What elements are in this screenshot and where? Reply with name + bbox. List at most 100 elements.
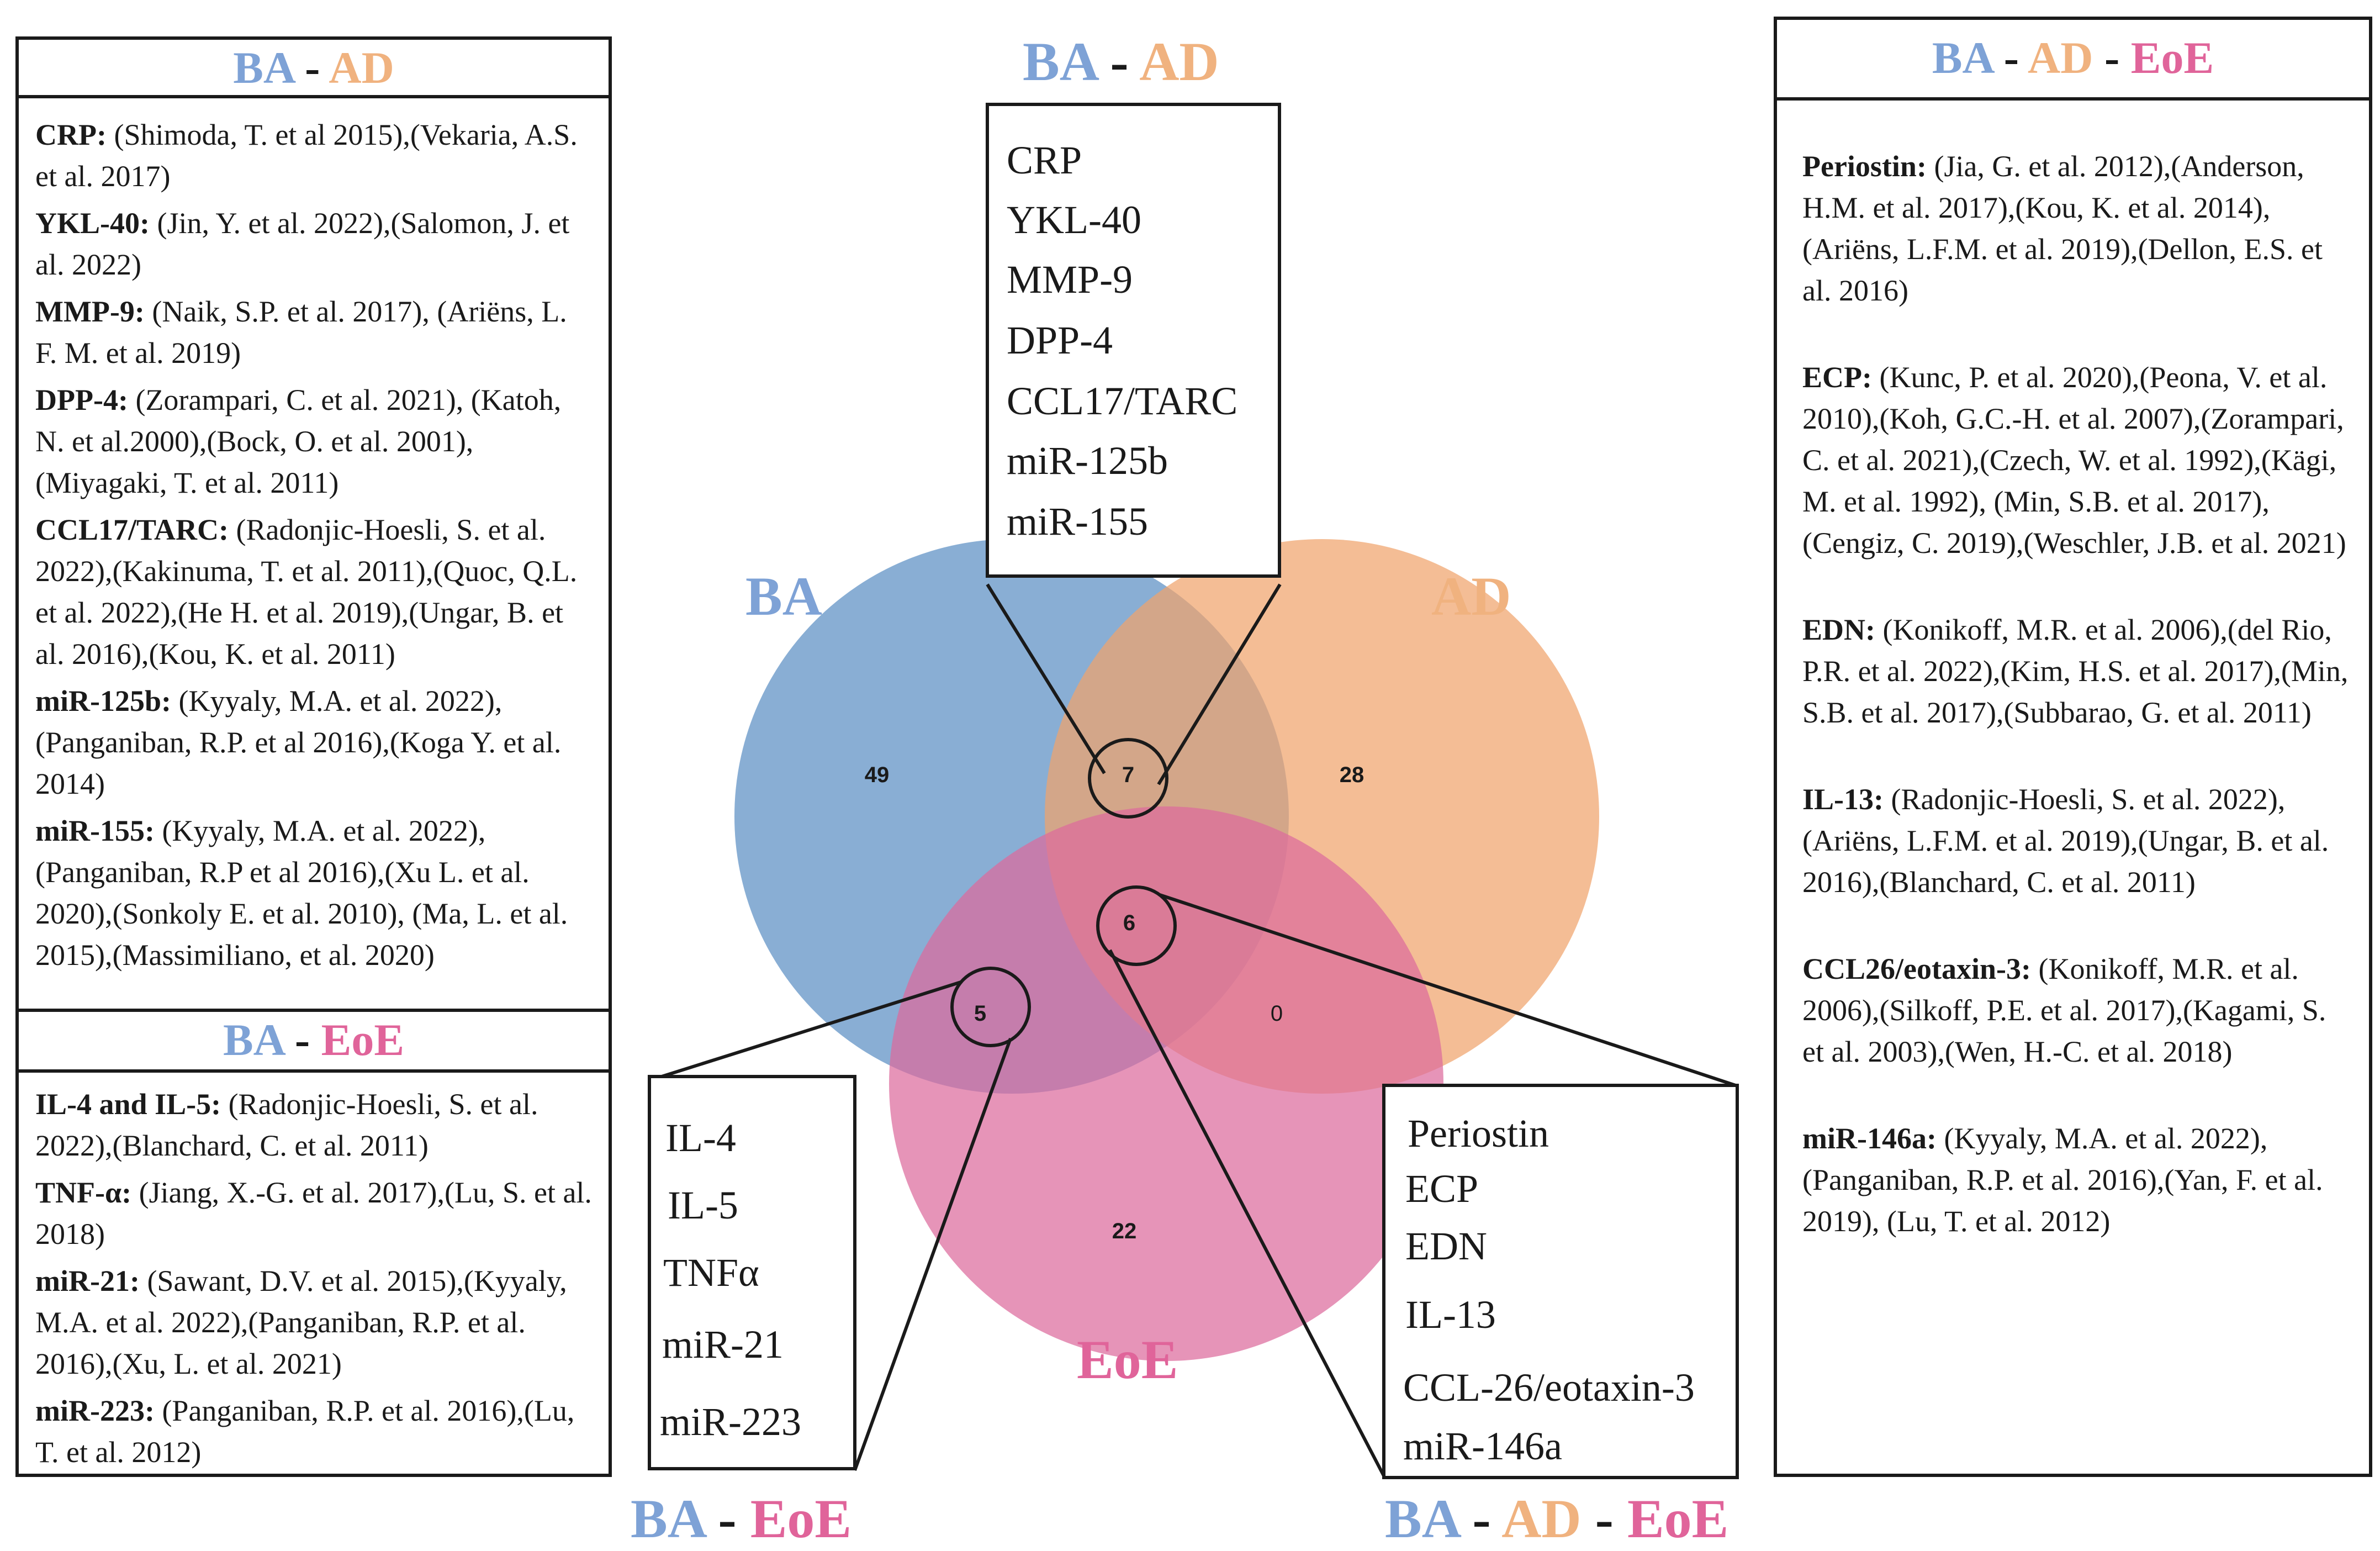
ref-key: EDN: bbox=[1802, 613, 1875, 646]
ba-eoe-panel-title: BA - EoE bbox=[19, 1017, 609, 1063]
panel-divider bbox=[1777, 97, 2369, 101]
connector-line bbox=[986, 583, 1106, 774]
ref-entry: miR-146a: (Kyyaly, M.A. et al. 2022),(Pa… bbox=[1802, 1118, 2355, 1242]
count-eoe-only: 22 bbox=[1112, 1219, 1137, 1243]
marker-item: CCL17/TARC bbox=[1007, 379, 1238, 423]
ref-text: (Konikoff, M.R. et al. 2006),(Silkoff, P… bbox=[1802, 952, 2326, 1068]
marker-item: IL-5 bbox=[668, 1183, 738, 1227]
title-ba: BA bbox=[1385, 1488, 1459, 1549]
ref-entry: DPP-4: (Zorampari, C. et al. 2021), (Kat… bbox=[35, 379, 593, 504]
ref-text: (Kyyaly, M.A. et al. 2022),(Panganiban, … bbox=[35, 814, 568, 972]
ref-text: (Kunc, P. et al. 2020),(Peona, V. et al.… bbox=[1802, 361, 2346, 560]
ref-entry: CRP: (Shimoda, T. et al 2015),(Vekaria, … bbox=[35, 114, 593, 197]
marker-item: DPP-4 bbox=[1007, 318, 1113, 362]
title-ba: BA bbox=[631, 1488, 705, 1549]
ref-text: (Konikoff, M.R. et al. 2006),(del Rio, P… bbox=[1802, 613, 2349, 729]
ref-key: miR-125b: bbox=[35, 684, 171, 718]
marker-item: IL-4 bbox=[665, 1116, 736, 1160]
ref-key: miR-146a: bbox=[1802, 1122, 1937, 1155]
ref-entry: EDN: (Konikoff, M.R. et al. 2006),(del R… bbox=[1802, 609, 2355, 734]
marker-item: ECP bbox=[1405, 1167, 1479, 1211]
title-dash: - bbox=[294, 1015, 310, 1065]
title-ba: BA bbox=[233, 43, 294, 93]
ref-entry: MMP-9: (Naik, S.P. et al. 2017), (Ariëns… bbox=[35, 291, 593, 374]
ba-ad-eoe-panel-title: BA - AD - EoE bbox=[1777, 35, 2369, 81]
marker-item: Periostin bbox=[1408, 1111, 1549, 1156]
marker-item: miR-21 bbox=[662, 1322, 784, 1367]
ref-text: (Shimoda, T. et al 2015),(Vekaria, A.S. … bbox=[35, 118, 578, 193]
count-ba-ad: 7 bbox=[1122, 763, 1134, 787]
ref-text: (Jia, G. et al. 2012),(Anderson, H.M. et… bbox=[1802, 150, 2323, 307]
left-reference-panel: BA - AD CRP: (Shimoda, T. et al 2015),(V… bbox=[15, 36, 612, 1477]
ba-eoe-highlight-ring bbox=[950, 967, 1031, 1047]
title-ad: AD bbox=[329, 43, 394, 93]
ref-key: miR-223: bbox=[35, 1394, 155, 1427]
title-eoe: EoE bbox=[2130, 33, 2214, 83]
marker-item: EDN bbox=[1405, 1224, 1487, 1268]
ref-entry: miR-21: (Sawant, D.V. et al. 2015),(Kyya… bbox=[35, 1260, 593, 1385]
ba-ad-highlight-ring bbox=[1088, 738, 1168, 819]
ref-key: Periostin: bbox=[1802, 150, 1927, 183]
marker-item: CCL-26/eotaxin-3 bbox=[1403, 1365, 1695, 1410]
marker-item: miR-223 bbox=[660, 1400, 802, 1444]
ref-entry: CCL26/eotaxin-3: (Konikoff, M.R. et al. … bbox=[1802, 948, 2355, 1073]
title-dash: - bbox=[305, 43, 320, 93]
ba-eoe-marker-box: IL-4 IL-5 TNFα miR-21 miR-223 bbox=[648, 1075, 856, 1470]
ba-ad-reference-list: CRP: (Shimoda, T. et al 2015),(Vekaria, … bbox=[35, 114, 593, 976]
ba-ad-eoe-callout-title: BA - AD - EoE bbox=[1385, 1491, 1728, 1547]
ref-text: (Naik, S.P. et al. 2017), (Ariëns, L. F.… bbox=[35, 295, 567, 370]
ref-text: (Radonjic-Hoesli, S. et al. 2022),(Blanc… bbox=[35, 1088, 538, 1162]
ref-entry: Periostin: (Jia, G. et al. 2012),(Anders… bbox=[1802, 146, 2355, 312]
connector-line bbox=[649, 980, 961, 1082]
marker-item: MMP-9 bbox=[1007, 257, 1133, 302]
title-ba: BA bbox=[223, 1015, 284, 1065]
title-dash: - bbox=[1595, 1488, 1614, 1549]
top-callout-title: BA - AD bbox=[1023, 34, 1219, 89]
ba-eoe-reference-list: IL-4 and IL-5: (Radonjic-Hoesli, S. et a… bbox=[35, 1084, 593, 1473]
ref-key: YKL-40: bbox=[35, 207, 150, 240]
ref-text: (Radonjic-Hoesli, S. et al. 2022),(Ariën… bbox=[1802, 783, 2329, 899]
right-reference-panel: BA - AD - EoE Periostin: (Jia, G. et al.… bbox=[1774, 17, 2372, 1477]
title-eoe: EoE bbox=[1627, 1488, 1729, 1549]
marker-item: miR-125b bbox=[1007, 439, 1168, 483]
title-dash: - bbox=[1110, 31, 1129, 92]
ref-key: CCL17/TARC: bbox=[35, 513, 229, 546]
ref-entry: miR-223: (Panganiban, R.P. et al. 2016),… bbox=[35, 1390, 593, 1473]
ref-text: (Jiang, X.-G. et al. 2017),(Lu, S. et al… bbox=[35, 1176, 592, 1251]
ref-entry: miR-125b: (Kyyaly, M.A. et al. 2022),(Pa… bbox=[35, 680, 593, 805]
ref-entry: YKL-40: (Jin, Y. et al. 2022),(Salomon, … bbox=[35, 203, 593, 286]
ref-key: IL-13: bbox=[1802, 783, 1884, 816]
count-ba-eoe: 5 bbox=[974, 1001, 986, 1026]
ba-ad-eoe-marker-box: Periostin ECP EDN IL-13 CCL-26/eotaxin-3… bbox=[1382, 1084, 1739, 1479]
count-ad-eoe: 0 bbox=[1271, 1001, 1283, 1026]
all-sets-highlight-ring bbox=[1096, 885, 1177, 966]
title-ad: AD bbox=[1501, 1488, 1582, 1549]
ref-entry: IL-13: (Radonjic-Hoesli, S. et al. 2022)… bbox=[1802, 779, 2355, 903]
ref-key: CRP: bbox=[35, 118, 107, 151]
panel-divider bbox=[19, 1069, 609, 1073]
marker-item: TNFα bbox=[663, 1251, 759, 1295]
title-ba: BA bbox=[1932, 33, 1993, 83]
ref-entry: TNF-α: (Jiang, X.-G. et al. 2017),(Lu, S… bbox=[35, 1172, 593, 1255]
title-eoe: EoE bbox=[750, 1488, 852, 1549]
title-ad: AD bbox=[1139, 31, 1219, 92]
ba-ad-marker-box: CRP YKL-40 MMP-9 DPP-4 CCL17/TARC miR-12… bbox=[986, 103, 1281, 578]
connector-line bbox=[1159, 893, 1738, 1088]
ref-text: (Sawant, D.V. et al. 2015),(Kyyaly, M.A.… bbox=[35, 1264, 567, 1380]
ref-entry: ECP: (Kunc, P. et al. 2020),(Peona, V. e… bbox=[1802, 357, 2355, 564]
ref-key: ECP: bbox=[1802, 361, 1872, 394]
eoe-set-circle bbox=[889, 806, 1443, 1361]
ref-text: (Jin, Y. et al. 2022),(Salomon, J. et al… bbox=[35, 207, 570, 281]
title-eoe: EoE bbox=[321, 1015, 405, 1065]
count-ad-only: 28 bbox=[1340, 763, 1364, 787]
title-ad: AD bbox=[2028, 33, 2093, 83]
title-ba: BA bbox=[1023, 31, 1097, 92]
ref-text: (Panganiban, R.P. et al. 2016),(Lu, T. e… bbox=[35, 1394, 575, 1469]
connector-line bbox=[853, 1037, 1012, 1471]
ref-key: miR-21: bbox=[35, 1264, 140, 1297]
marker-item: miR-146a bbox=[1403, 1424, 1562, 1468]
ref-entry: CCL17/TARC: (Radonjic-Hoesli, S. et al. … bbox=[35, 509, 593, 675]
ba-eoe-callout-title: BA - EoE bbox=[631, 1491, 851, 1547]
ref-text: (Radonjic-Hoesli, S. et al. 2022),(Kakin… bbox=[35, 513, 578, 671]
